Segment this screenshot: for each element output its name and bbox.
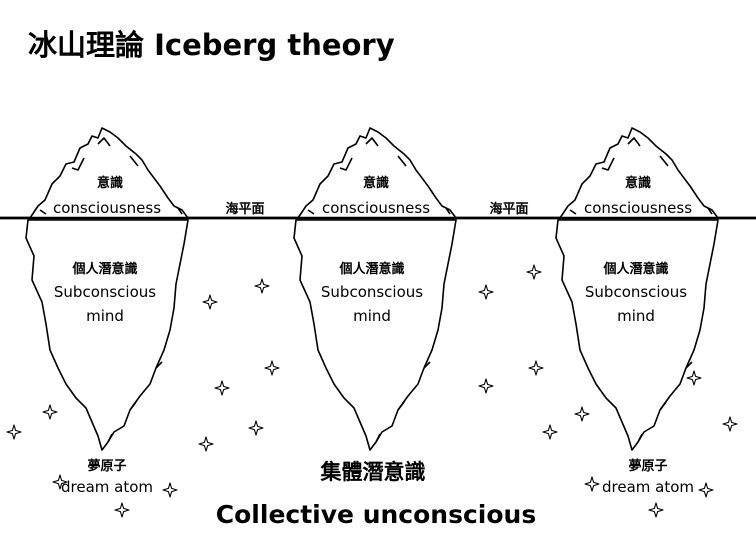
sparkle-icon [162,482,178,498]
sparkle-icon [584,476,600,492]
dream-atom-left-cn: 夢原子 [87,459,127,474]
sparkle-icon [478,378,494,394]
sparkle-icon [198,436,214,452]
sparkle-icon [686,370,702,386]
sparkle-icon [542,424,558,440]
sparkle-icon [202,294,218,310]
sparkle-icon [254,278,270,294]
sparkle-icon [478,284,494,300]
sparkle-icon [528,360,544,376]
sea-level-label-2: 海平面 [489,202,529,217]
iceberg-left-subconscious-en: Subconscious [53,283,157,301]
sparkle-icon [526,264,542,280]
iceberg-right-subconscious-cn: 個人潛意識 [603,262,669,277]
sea-level-label-1: 海平面 [225,202,265,217]
iceberg-middle-subconscious-cn: 個人潛意識 [339,262,405,277]
collective-unconscious-en: Collective unconscious [215,500,537,529]
iceberg-middle-mind-en: mind [353,307,391,325]
sparkle-icon [214,380,230,396]
iceberg-right-conscious-en: consciousness [583,199,693,217]
dream-atom-right-cn: 夢原子 [628,459,668,474]
iceberg-right-conscious-cn: 意識 [624,176,652,191]
sparkle-icon [698,482,714,498]
sparkle-icon [648,502,664,518]
iceberg-left-conscious-en: consciousness [52,199,162,217]
iceberg-middle-conscious-cn: 意識 [362,176,390,191]
sparkle-icon [114,502,130,518]
diagram-title: 冰山理論 Iceberg theory [28,28,395,62]
collective-unconscious-cn: 集體潛意識 [320,460,426,484]
iceberg-middle-conscious-en: consciousness [321,199,431,217]
iceberg-right-mind-en: mind [617,307,655,325]
iceberg-left-subconscious-cn: 個人潛意識 [72,262,138,277]
sparkle-icon [6,424,22,440]
sparkle-icon [722,416,738,432]
dream-atom-left-en: dream atom [60,478,154,496]
iceberg-left-conscious-cn: 意識 [96,176,124,191]
sparkle-icon [42,404,58,420]
sparkle-icon [248,420,264,436]
sparkle-icon [264,360,280,376]
iceberg-middle-subconscious-en: Subconscious [320,283,424,301]
iceberg-left-mind-en: mind [86,307,124,325]
iceberg-right-subconscious-en: Subconscious [584,283,688,301]
sparkle-icon [574,406,590,422]
dream-atom-right-en: dream atom [601,478,695,496]
